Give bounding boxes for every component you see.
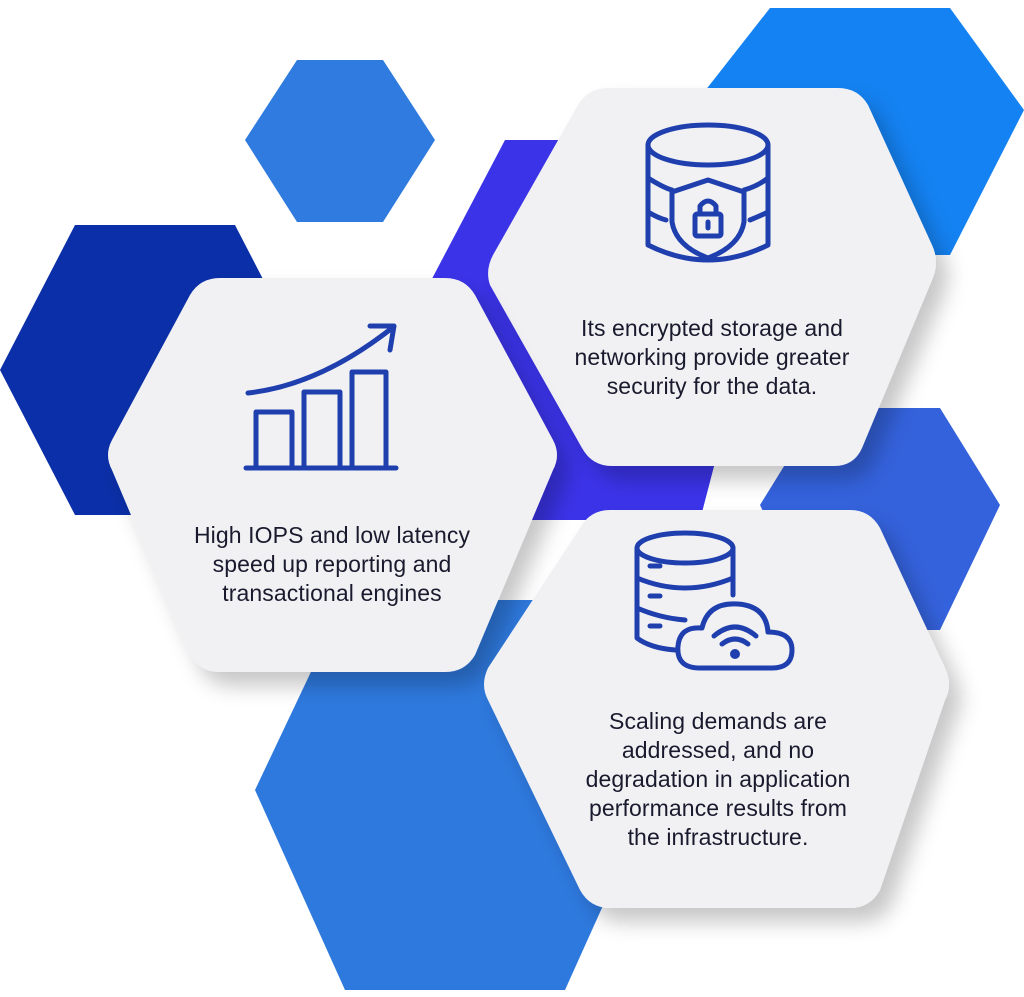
card-line: Its encrypted storage and: [580, 315, 844, 341]
card-line: High IOPS and low latency: [193, 522, 471, 548]
card-line: speed up reporting and: [212, 551, 452, 577]
card-line: performance results from: [588, 795, 848, 821]
card-line: Scaling demands are: [609, 708, 827, 734]
card-line: degradation in application: [585, 766, 851, 792]
card-hexagon-security: [488, 88, 936, 466]
bg-hexagon-small-top: [245, 60, 435, 222]
card-line: networking provide greater: [574, 344, 850, 370]
card-text-security: Its encrypted storage and networking pro…: [512, 314, 912, 401]
card-line: security for the data.: [606, 373, 818, 399]
database-shield-lock-icon: [645, 122, 771, 263]
card-hexagon-performance: [108, 278, 557, 672]
card-line: transactional engines: [222, 580, 442, 606]
card-text-scaling: Scaling demands are addressed, and no de…: [518, 707, 918, 852]
database-cloud-wifi-icon: [634, 530, 795, 671]
card-hexagon-scaling: [484, 510, 949, 908]
card-line: addressed, and no: [621, 737, 815, 763]
bar-chart-growth-icon: [243, 323, 399, 471]
card-line: the infrastructure.: [627, 824, 809, 850]
card-text-performance: High IOPS and low latency speed up repor…: [132, 521, 532, 608]
